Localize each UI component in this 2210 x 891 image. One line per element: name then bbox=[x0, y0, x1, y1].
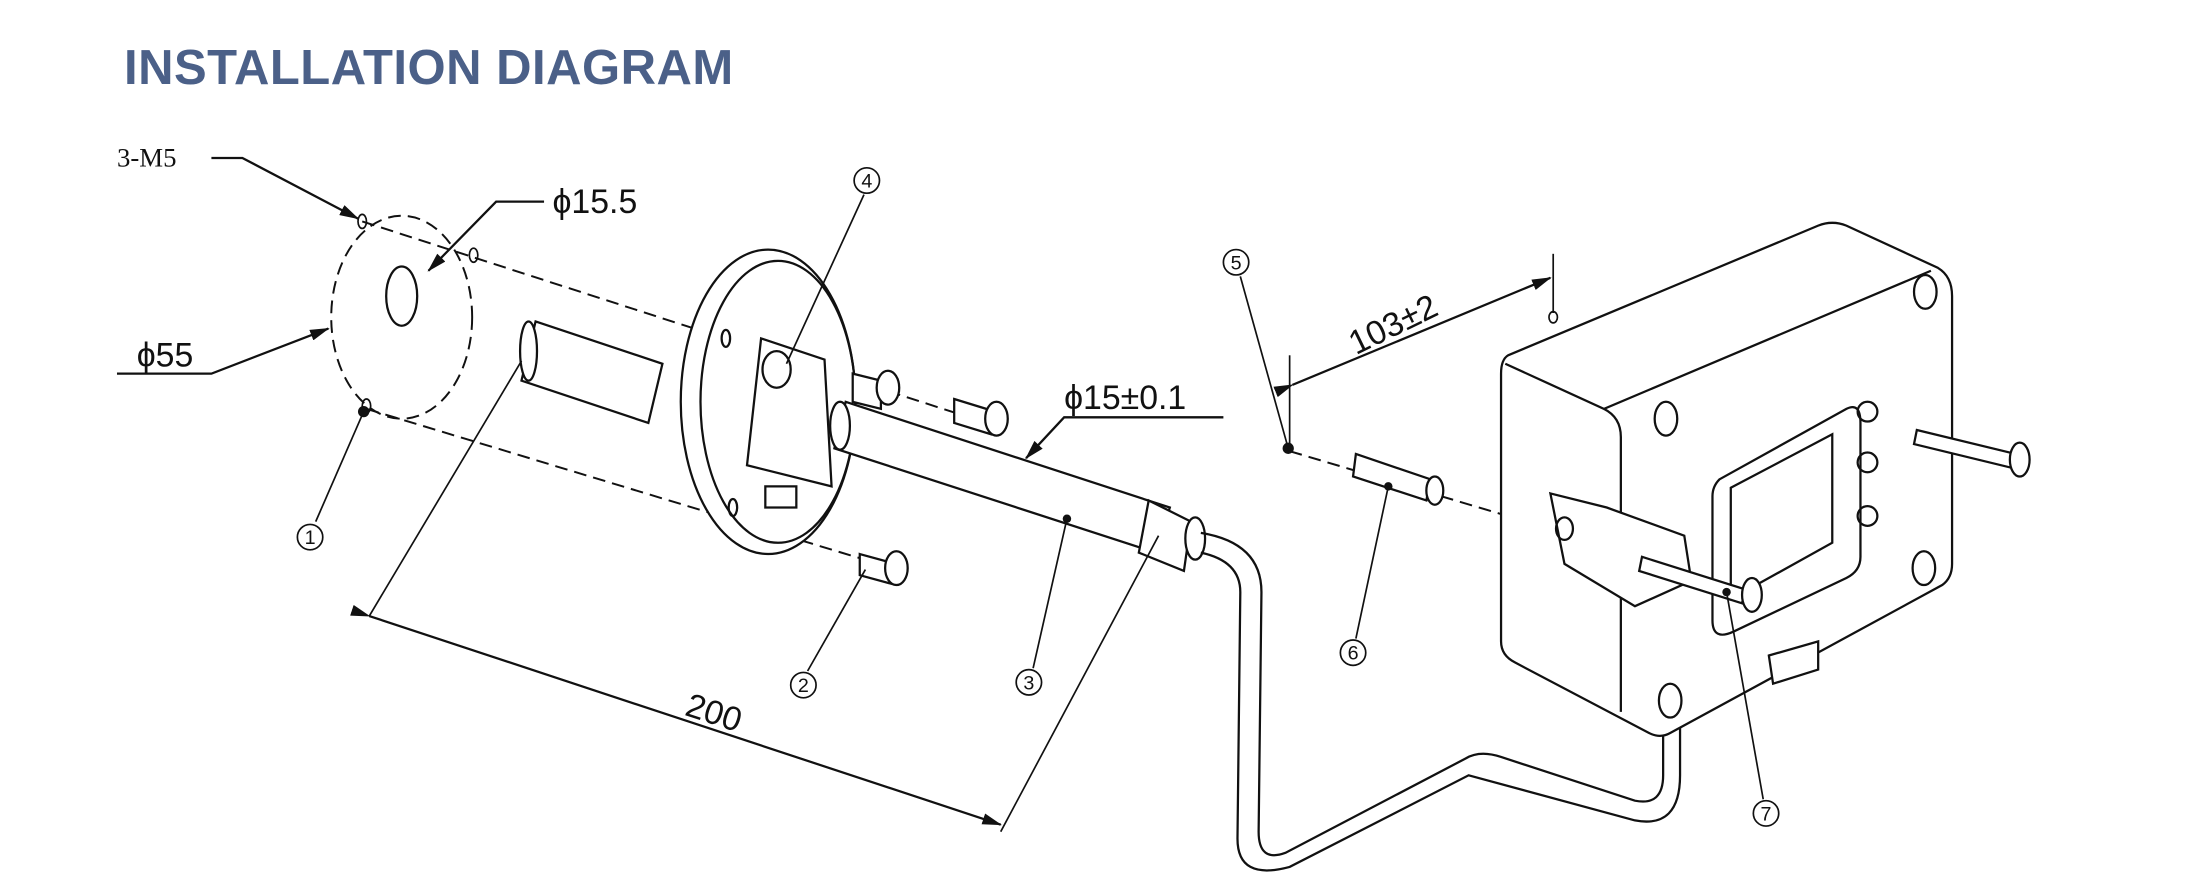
leader-line bbox=[211, 156, 360, 220]
transmitter-housing bbox=[1499, 221, 2031, 737]
display-screen bbox=[1729, 432, 1834, 602]
mount-spacing-dimension bbox=[1273, 253, 1559, 454]
down-button-icon bbox=[1856, 451, 1879, 474]
callout-3: 3 bbox=[1015, 518, 1068, 696]
leader-line bbox=[427, 200, 545, 272]
mounting-template bbox=[330, 213, 479, 420]
leader-line bbox=[1025, 416, 1224, 460]
tube-diameter-label: ϕ15±0.1 bbox=[1064, 379, 1186, 417]
menu-button-icon bbox=[1856, 504, 1879, 527]
callout-7: 7 bbox=[1725, 591, 1780, 827]
cable bbox=[1200, 531, 1682, 872]
probe-assembly bbox=[518, 248, 1207, 587]
probe-length-dimension bbox=[350, 360, 1160, 833]
center-hole-label: ϕ15.5 bbox=[553, 183, 638, 221]
diagram-title: INSTALLATION DIAGRAM bbox=[124, 41, 734, 95]
callout-number: 2 bbox=[798, 675, 809, 697]
callout-2: 2 bbox=[789, 569, 867, 699]
callout-number: 5 bbox=[1231, 252, 1242, 274]
callout-number: 4 bbox=[861, 171, 872, 193]
callout-number: 3 bbox=[1023, 672, 1034, 694]
callout-5: 5 bbox=[1222, 248, 1290, 449]
leader-line bbox=[116, 327, 330, 375]
axis-line bbox=[366, 407, 903, 572]
axis-line bbox=[361, 220, 987, 424]
callout-4: 4 bbox=[785, 166, 881, 365]
mount-spacing-label: 103±2 bbox=[1343, 287, 1444, 362]
callout-1: 1 bbox=[296, 411, 365, 551]
callout-number: 7 bbox=[1761, 803, 1772, 825]
wall-anchor bbox=[1351, 452, 1445, 506]
callout-6: 6 bbox=[1339, 486, 1390, 667]
callout-number: 1 bbox=[305, 527, 316, 549]
probe-length-label: 200 bbox=[681, 686, 746, 740]
callout-number: 6 bbox=[1348, 643, 1359, 665]
holes-label: 3-M5 bbox=[117, 142, 176, 172]
plate-diameter-label: ϕ55 bbox=[137, 337, 194, 375]
up-button-icon bbox=[1856, 400, 1879, 423]
